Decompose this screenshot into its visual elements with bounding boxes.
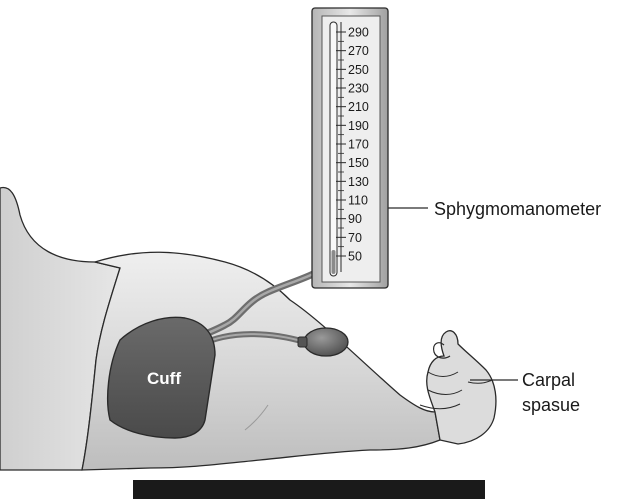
mercury-column <box>332 250 336 274</box>
sphygmomanometer-label: Sphygmomanometer <box>434 199 601 219</box>
carpal-label-line1: Carpal <box>522 370 575 390</box>
inflation-bulb <box>304 328 348 356</box>
carpal-label-line2: spasue <box>522 395 580 415</box>
scale-tick-label: 230 <box>348 82 369 96</box>
scale-tick-label: 290 <box>348 26 369 40</box>
bulb-valve <box>298 337 307 347</box>
cuff-label: Cuff <box>147 369 181 388</box>
mercury-tube <box>330 22 337 276</box>
scale-tick-label: 130 <box>348 175 369 189</box>
scale-tick-label: 170 <box>348 138 369 152</box>
hand-shape <box>427 331 496 444</box>
scale-tick-label: 50 <box>348 250 362 264</box>
scale-tick-label: 70 <box>348 231 362 245</box>
scale-tick-label: 250 <box>348 63 369 77</box>
scale-tick-label: 270 <box>348 44 369 58</box>
scale-tick-label: 150 <box>348 156 369 170</box>
table-base <box>133 480 485 499</box>
scale-tick-label: 210 <box>348 100 369 114</box>
scale-tick-label: 90 <box>348 212 362 226</box>
scale-tick-label: 110 <box>348 194 368 208</box>
scale-tick-label: 190 <box>348 119 369 133</box>
